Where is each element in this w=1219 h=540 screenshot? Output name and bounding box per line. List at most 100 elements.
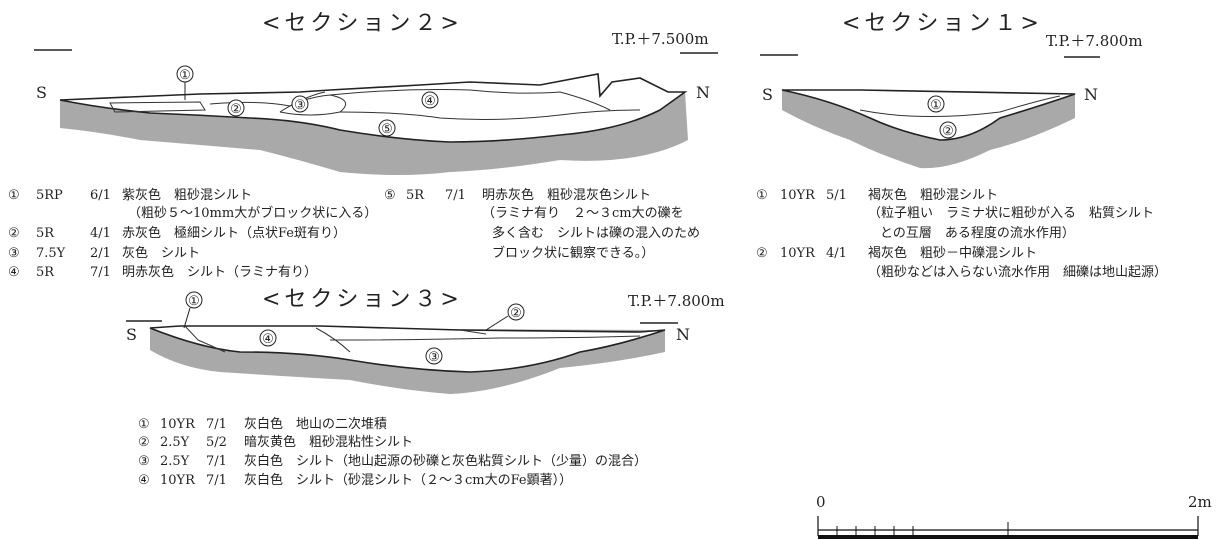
- legend-code: 10YR: [780, 246, 816, 261]
- section-1-tp-label: T.P.＋7.800m: [1046, 32, 1143, 50]
- section-3-marker-1: [185, 291, 203, 309]
- legend-value: 4/1: [90, 226, 111, 241]
- section-1-marker-2-label: ②: [942, 124, 954, 139]
- legend-code: 5RP: [36, 188, 63, 203]
- section-2-marker-4: [421, 91, 439, 109]
- legend-desc: 明赤灰色 粗砂混灰色シルト: [482, 187, 651, 203]
- legend-code: 2.5Y: [160, 435, 190, 450]
- section-1-south-label: S: [762, 85, 773, 104]
- legend-num: ②: [756, 246, 768, 261]
- section-1-marker-1: [927, 95, 945, 113]
- section-1-title: <セクション１>: [842, 11, 1043, 36]
- legend-desc: 灰色 シルト: [122, 245, 200, 261]
- section-2-layer-line: [109, 101, 206, 113]
- section-2-south-label: S: [36, 83, 47, 102]
- legend-value: 5/2: [206, 435, 227, 450]
- legend-note: 多く含む シルトは礫の混入のため: [492, 225, 700, 241]
- section-3-marker-4-label: ④: [262, 332, 274, 347]
- legend-desc: 灰白色 シルト（砂混シルト（２～３cm大のFe顕著））: [244, 472, 572, 488]
- legend-desc: 紫灰色 粗砂混シルト: [122, 187, 252, 203]
- section-1: <セクション１> T.P.＋7.800m S N ① ② ① 10YR 5/1 …: [756, 11, 1167, 280]
- legend-value: 7/1: [206, 473, 227, 488]
- section-2-layer-line: [329, 89, 611, 111]
- legend-note: （粒子粗い ラミナ状に粗砂が入る 粘質シルト: [868, 206, 1154, 221]
- section-2-marker-2-label: ②: [230, 102, 242, 117]
- legend-value: 7/1: [206, 417, 227, 432]
- section-1-layer-line: [859, 95, 1061, 118]
- section-2-marker-4-label: ④: [424, 94, 436, 109]
- section-1-marker-1-label: ①: [930, 98, 942, 113]
- section-2-marker-1-label: ①: [179, 68, 191, 83]
- section-3-marker-2-leader: [485, 315, 509, 331]
- section-2-north-label: N: [696, 83, 710, 102]
- legend-code: 5R: [406, 188, 425, 203]
- section-2-layer-line: [339, 109, 641, 120]
- legend-num: ③: [8, 246, 20, 261]
- section-3-marker-3-label: ③: [428, 350, 440, 365]
- section-3-north-label: N: [676, 325, 690, 344]
- section-2-marker-3-label: ③: [294, 98, 306, 113]
- legend-note: ブロック状に観察できる。）: [492, 245, 654, 261]
- legend-value: 5/1: [826, 188, 847, 203]
- legend-desc: 褐灰色 粗砂混シルト: [868, 187, 998, 203]
- legend-desc: 明赤灰色 シルト（ラミナ有り）: [122, 264, 317, 280]
- scale-end-label: 2m: [1188, 493, 1212, 511]
- section-3-marker-2: [507, 303, 525, 321]
- section-1-cut: [781, 89, 1076, 141]
- section-2-marker-5-label: ⑤: [381, 122, 393, 137]
- legend-num: ③: [138, 454, 150, 469]
- section-2-cut: [59, 73, 688, 143]
- scale-bar-fill: [818, 535, 1198, 539]
- section-1-legend: ① 10YR 5/1 褐灰色 粗砂混シルト （粒子粗い ラミナ状に粗砂が入る 粘…: [756, 187, 1167, 280]
- legend-value: 7/1: [90, 265, 111, 280]
- section-3-marker-2-label: ②: [510, 306, 522, 321]
- legend-desc: 灰白色 地山の二次堆積: [244, 416, 387, 432]
- section-2-title: <セクション２>: [262, 11, 463, 36]
- section-3-marker-1-label: ①: [188, 294, 200, 309]
- scale-start-label: 0: [816, 493, 826, 511]
- legend-desc: 灰白色 シルト（地山起源の砂礫と灰色粘質シルト（少量）の混合）: [244, 453, 647, 469]
- section-3-legend: ① 10YR 7/1 灰白色 地山の二次堆積 ② 2.5Y 5/2 暗灰黄色 粗…: [138, 416, 647, 488]
- legend-num: ④: [8, 265, 20, 280]
- legend-desc: 褐灰色 粗砂－中礫混シルト: [868, 245, 1037, 261]
- legend-code: 2.5Y: [160, 454, 190, 469]
- legend-num: ④: [138, 473, 150, 488]
- legend-code: 10YR: [160, 417, 196, 432]
- section-3-layer-line: [329, 335, 641, 341]
- legend-note: （粗砂５～10mm大がブロック状に入る）: [128, 205, 377, 221]
- section-2-tp-label: T.P.＋7.500m: [612, 30, 709, 48]
- section-3-layer-line: [184, 325, 226, 353]
- section-1-north-label: N: [1084, 85, 1098, 104]
- legend-value: 2/1: [90, 246, 111, 261]
- section-2-legend: ① 5RP 6/1 紫灰色 粗砂混シルト （粗砂５～10mm大がブロック状に入る…: [8, 187, 700, 280]
- section-3-tp-label: T.P.＋7.800m: [628, 292, 725, 310]
- section-3: <セクション３> T.P.＋7.800m S N ① ② ③ ④ ① 10YR …: [126, 287, 725, 488]
- legend-code: 10YR: [160, 473, 196, 488]
- section-1-marker-2: [939, 121, 957, 139]
- section-2-marker-5: [378, 119, 396, 137]
- legend-num: ②: [8, 226, 20, 241]
- legend-code: 7.5Y: [36, 246, 66, 261]
- section-3-title: <セクション３>: [262, 287, 463, 312]
- legend-num: ②: [138, 435, 150, 450]
- legend-note: との互層 ある程度の流水作用）: [880, 225, 1075, 241]
- legend-value: 4/1: [826, 246, 847, 261]
- legend-note: （粗砂などは入らない流水作用 細礫は地山起源）: [868, 264, 1167, 280]
- legend-value: 7/1: [445, 188, 466, 203]
- section-2: <セクション２> T.P.＋7.500m S N ① ② ③ ④ ⑤ ① 5RP…: [8, 11, 718, 280]
- legend-code: 10YR: [780, 188, 816, 203]
- section-2-marker-3: [291, 95, 309, 113]
- section-2-marker-2: [227, 99, 245, 117]
- legend-desc: 赤灰色 極細シルト（点状Fe斑有り）: [122, 225, 346, 241]
- scale-bar: 0 2m: [816, 493, 1212, 539]
- legend-value: 7/1: [206, 454, 227, 469]
- section-3-marker-1-leader: [183, 307, 191, 329]
- legend-desc: 暗灰黄色 粗砂混粘性シルト: [244, 434, 413, 450]
- legend-num: ①: [756, 188, 768, 203]
- legend-num: ⑤: [384, 188, 396, 203]
- section-3-layer-line: [315, 327, 351, 353]
- legend-num: ①: [138, 417, 150, 432]
- legend-value: 6/1: [90, 188, 111, 203]
- section-3-marker-4: [259, 329, 277, 347]
- section-3-layer-line: [459, 329, 487, 335]
